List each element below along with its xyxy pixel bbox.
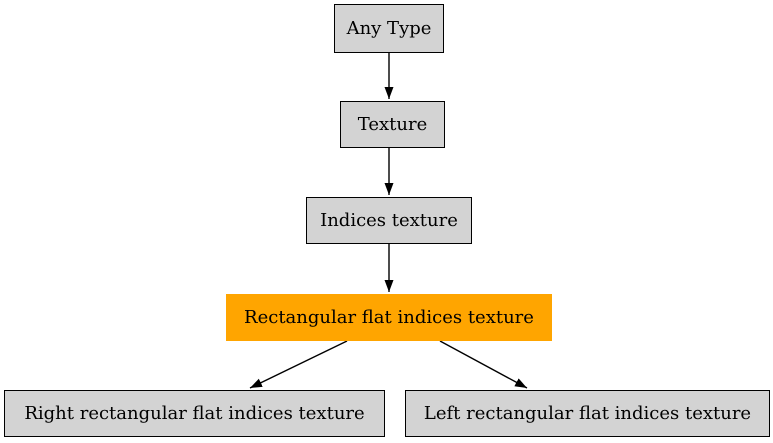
edge-rectflat-leftrect — [439, 340, 528, 389]
node-texture-label: Texture — [357, 114, 428, 135]
node-right-rectangular-flat-indices-texture-label: Right rectangular flat indices texture — [24, 403, 365, 424]
node-any-type-label: Any Type — [346, 18, 432, 39]
node-indices-texture-label: Indices texture — [320, 210, 458, 231]
node-left-rectangular-flat-indices-texture: Left rectangular flat indices texture — [405, 390, 770, 437]
node-right-rectangular-flat-indices-texture: Right rectangular flat indices texture — [4, 390, 385, 437]
edge-rectflat-rightrect — [249, 340, 348, 389]
node-any-type: Any Type — [334, 4, 444, 53]
node-indices-texture: Indices texture — [306, 197, 472, 244]
node-left-rectangular-flat-indices-texture-label: Left rectangular flat indices texture — [423, 403, 752, 424]
node-rectangular-flat-indices-texture: Rectangular flat indices texture — [226, 294, 552, 341]
node-rectangular-flat-indices-texture-label: Rectangular flat indices texture — [244, 307, 534, 328]
node-texture: Texture — [340, 101, 445, 148]
